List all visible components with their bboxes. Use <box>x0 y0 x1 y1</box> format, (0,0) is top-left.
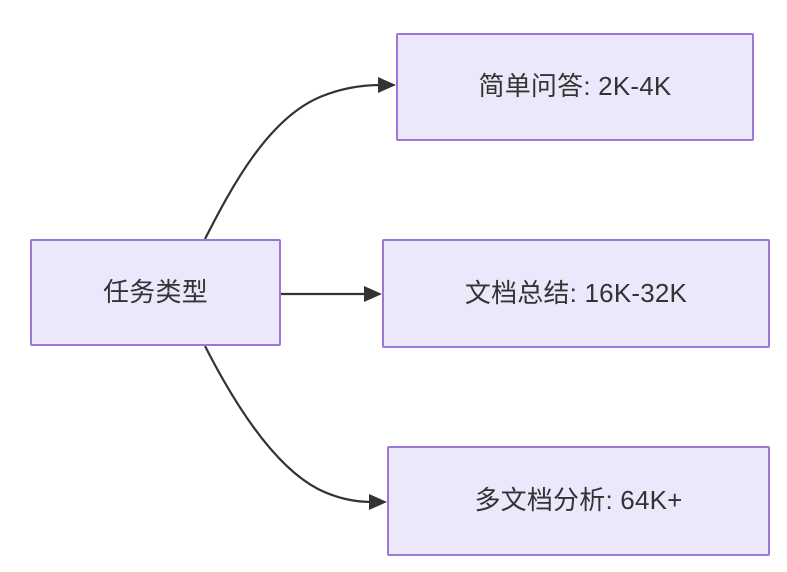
edge-source-to-simple-qa-line <box>204 83 382 240</box>
node-task-type[interactable]: 任务类型 <box>30 239 281 346</box>
edge-source-to-doc-summary <box>281 286 382 302</box>
edge-source-to-multi-doc <box>204 345 387 510</box>
edge-source-to-simple-qa <box>204 77 396 240</box>
arrowhead-icon <box>364 286 382 302</box>
node-simple-qa[interactable]: 简单问答: 2K-4K <box>396 33 754 141</box>
node-doc-summary[interactable]: 文档总结: 16K-32K <box>382 239 770 348</box>
arrowhead-icon <box>369 494 387 510</box>
node-multi-doc-label: 多文档分析: 64K+ <box>474 485 683 516</box>
edge-source-to-multi-doc-line <box>204 345 373 504</box>
arrowhead-icon <box>378 77 396 93</box>
node-doc-summary-label: 文档总结: 16K-32K <box>464 277 688 308</box>
node-simple-qa-label: 简单问答: 2K-4K <box>478 71 672 102</box>
node-multi-doc[interactable]: 多文档分析: 64K+ <box>387 446 770 556</box>
node-task-type-label: 任务类型 <box>103 276 208 307</box>
